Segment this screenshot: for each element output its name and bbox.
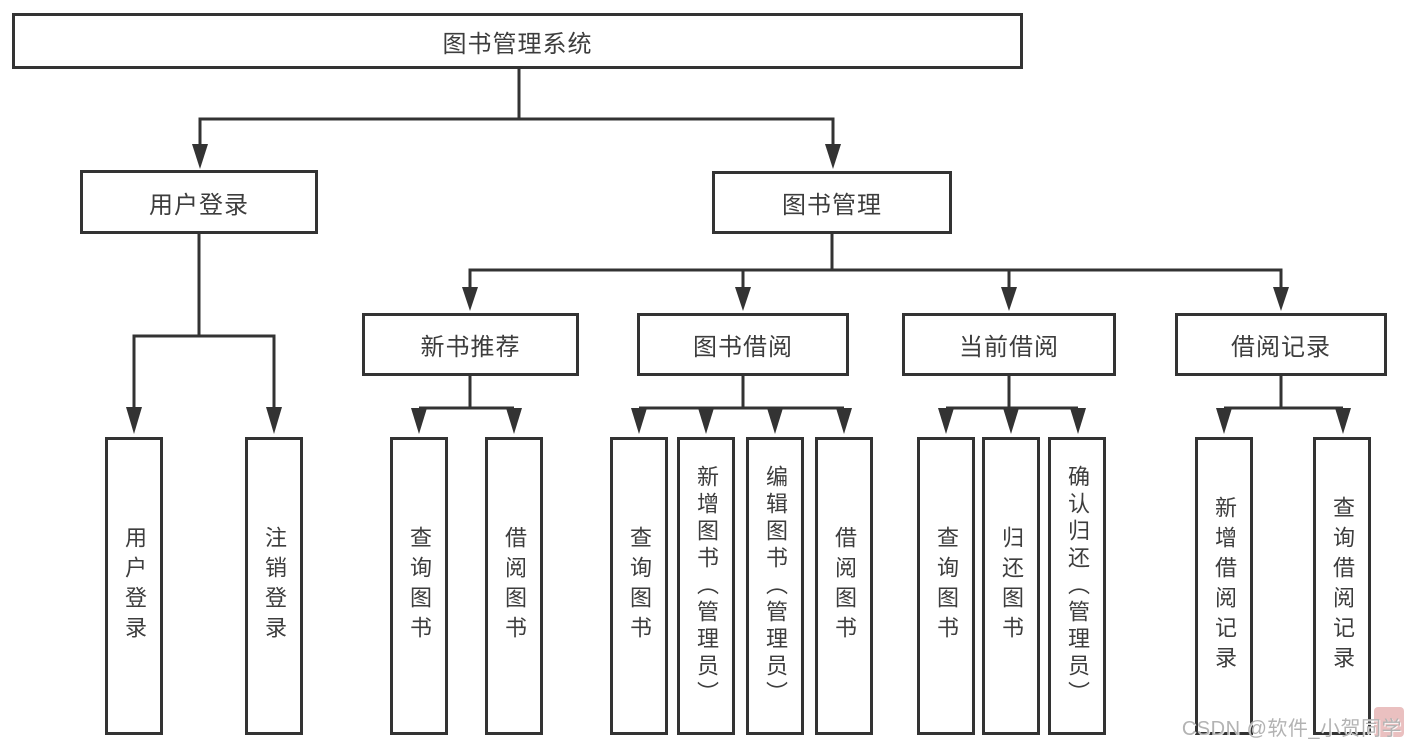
- leaf-label: 归还图书: [999, 526, 1024, 646]
- node-root: 图书管理系统: [12, 13, 1023, 69]
- node-book-borrow: 图书借阅: [637, 313, 849, 376]
- watermark-text: CSDN @软件_小贺同学: [1181, 718, 1402, 740]
- leaf-label: 查询图书: [934, 526, 959, 646]
- leaf-label: 用户登录: [122, 526, 147, 646]
- leaf-label: 注销登录: [262, 526, 287, 646]
- leaf-label: 借阅图书: [832, 526, 857, 646]
- node-book-borrow-label: 图书借阅: [693, 334, 793, 361]
- node-new-book-recommend: 新书推荐: [362, 313, 579, 376]
- node-current-borrow: 当前借阅: [902, 313, 1116, 376]
- watermark-accent: [1374, 707, 1404, 737]
- leaf-label: 借阅图书: [502, 526, 527, 646]
- leaf-label: 查询借阅记录: [1330, 496, 1355, 676]
- node-root-label: 图书管理系统: [442, 30, 593, 58]
- leaf-query-borrow-record: 查询借阅记录: [1313, 437, 1371, 735]
- leaf-logout: 注销登录: [245, 437, 303, 735]
- leaf-confirm-return-admin: 确认归还（管理员）: [1048, 437, 1106, 735]
- leaf-query-book-1: 查询图书: [390, 437, 448, 735]
- leaf-borrow-book-2: 借阅图书: [815, 437, 873, 735]
- leaf-add-book-admin: 新增图书（管理员）: [677, 437, 735, 735]
- node-user-login: 用户登录: [80, 170, 318, 234]
- node-borrow-record: 借阅记录: [1175, 313, 1387, 376]
- leaf-add-borrow-record: 新增借阅记录: [1195, 437, 1253, 735]
- leaf-label: 新增借阅记录: [1212, 496, 1237, 676]
- leaf-query-book-3: 查询图书: [917, 437, 975, 735]
- node-current-borrow-label: 当前借阅: [959, 334, 1059, 361]
- node-new-book-recommend-label: 新书推荐: [420, 334, 521, 361]
- node-book-management: 图书管理: [712, 171, 952, 234]
- leaf-user-login: 用户登录: [105, 437, 163, 735]
- leaf-label: 确认归还（管理员）: [1065, 464, 1090, 708]
- leaf-borrow-book-1: 借阅图书: [485, 437, 543, 735]
- leaf-label: 查询图书: [627, 526, 652, 646]
- leaf-edit-book-admin: 编辑图书（管理员）: [746, 437, 804, 735]
- leaf-label: 编辑图书（管理员）: [763, 464, 788, 708]
- node-book-management-label: 图书管理: [782, 192, 882, 219]
- node-borrow-record-label: 借阅记录: [1231, 334, 1331, 361]
- leaf-query-book-2: 查询图书: [610, 437, 668, 735]
- node-user-login-label: 用户登录: [149, 191, 249, 219]
- leaf-return-book: 归还图书: [982, 437, 1040, 735]
- leaf-label: 查询图书: [407, 526, 432, 646]
- leaf-label: 新增图书（管理员）: [694, 464, 719, 708]
